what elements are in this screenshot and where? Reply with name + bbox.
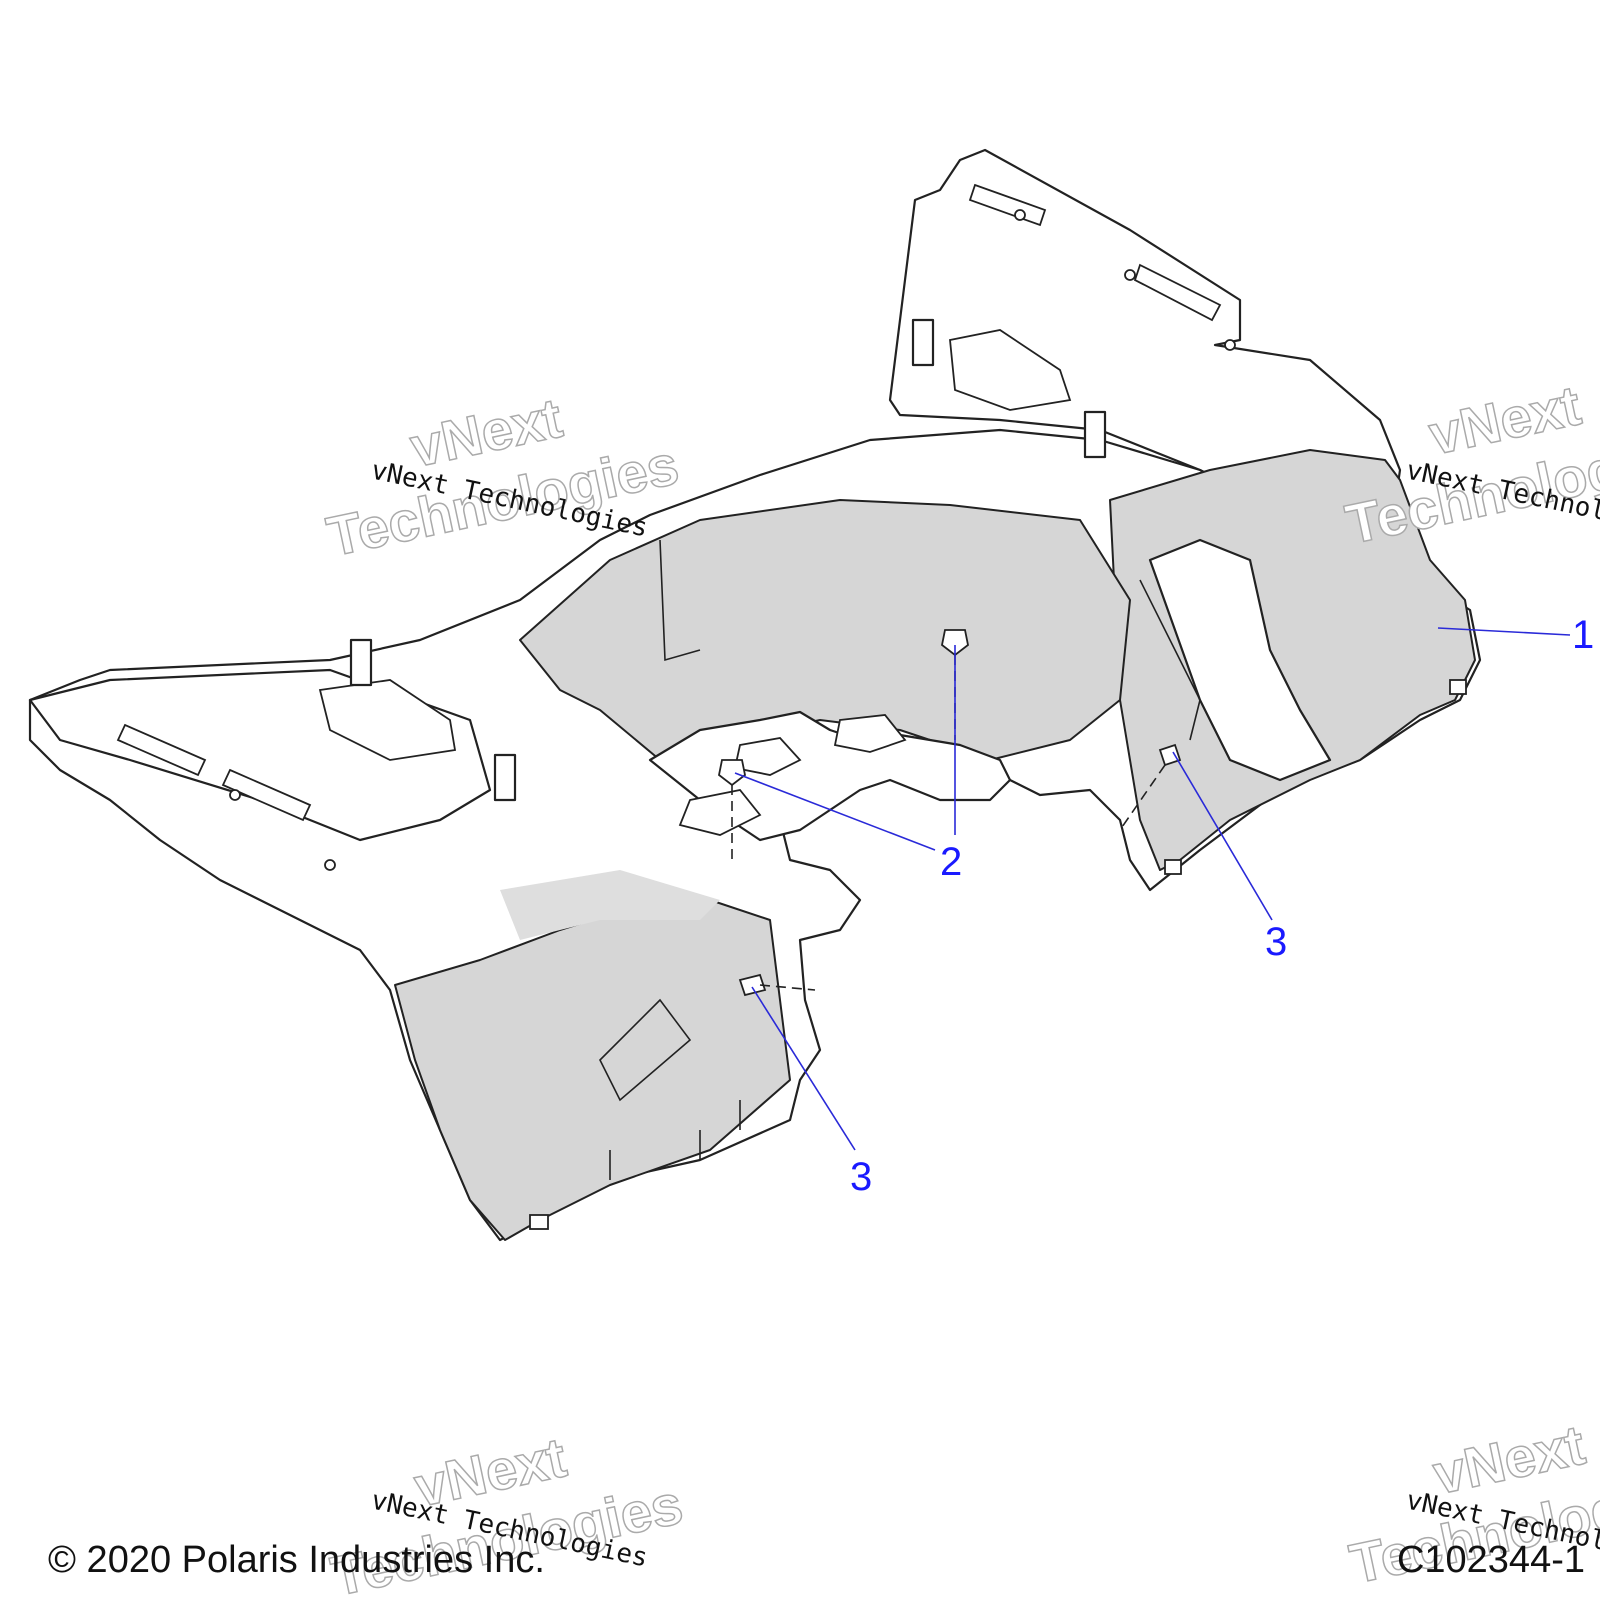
callout-1: 1 — [1572, 613, 1594, 657]
leader-2b — [734, 772, 936, 851]
callout-3-left: 3 — [850, 1155, 872, 1199]
clip-right — [1158, 743, 1182, 767]
rack-slot-upper-1 — [968, 183, 1047, 227]
mount-hole-5 — [324, 859, 336, 871]
mount-hole-1 — [1014, 209, 1026, 221]
post-rear-left — [911, 318, 935, 367]
floor-cutout-3 — [833, 714, 907, 753]
push-rivet-floor — [941, 629, 969, 657]
body-crease-2 — [1139, 579, 1201, 741]
copyright-text: © 2020 Polaris Industries Inc. — [48, 1539, 545, 1581]
callout-labels: 1 2 3 3 — [850, 613, 1594, 1199]
body-crease-3 — [599, 998, 692, 1102]
post-front-right — [493, 753, 517, 802]
callout-2: 2 — [940, 840, 962, 884]
callout-3-right: 3 — [1265, 920, 1287, 964]
leader-3-right — [1172, 751, 1273, 921]
figure-code: C102344-1 — [1397, 1539, 1585, 1581]
clip-left-path — [759, 984, 816, 991]
mount-hole-2 — [1124, 269, 1136, 281]
front-handle-opening — [318, 679, 457, 761]
mount-hole-4 — [229, 789, 241, 801]
left-fender-inner — [500, 870, 720, 940]
rear-fender-assembly — [28, 148, 1482, 1242]
leader-1 — [1437, 627, 1571, 636]
fasteners — [718, 629, 1182, 997]
rack-slot-lower-2 — [221, 768, 312, 822]
footwell-floor — [519, 499, 1131, 761]
mount-hole-3 — [1224, 339, 1236, 351]
post-rear-right — [1083, 410, 1107, 459]
post-front-left — [349, 638, 373, 687]
fender-tab-right — [1164, 859, 1182, 875]
push-rivet-footwell — [718, 759, 746, 787]
fender-tab-far-right — [1449, 679, 1467, 695]
rack-slot-upper-2 — [1133, 263, 1222, 322]
clip-right-path — [1119, 764, 1166, 831]
rear-handle-opening — [949, 329, 1072, 411]
leader-3-left — [751, 986, 856, 1151]
rack-slot-lower-1 — [116, 723, 207, 777]
body-crease-1 — [659, 539, 701, 662]
clip-left — [738, 973, 767, 997]
fender-tab-left — [529, 1214, 549, 1230]
body-crease-4 — [609, 1100, 741, 1180]
right-fender-highlight — [1148, 538, 1332, 782]
leader-lines — [734, 627, 1571, 1151]
